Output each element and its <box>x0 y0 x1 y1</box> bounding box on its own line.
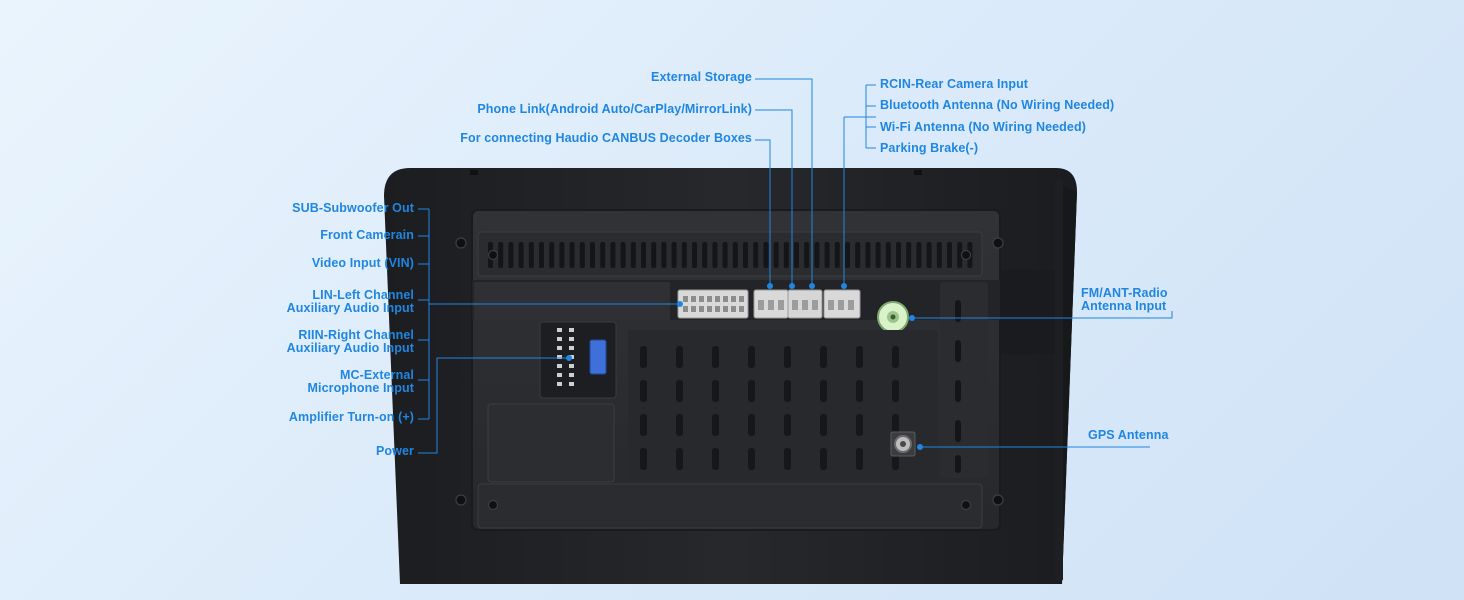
canbus-connector <box>677 289 749 319</box>
side-flange <box>996 270 1062 354</box>
label-wifi-antenna: Wi-Fi Antenna (No Wiring Needed) <box>880 120 1086 134</box>
label-left-aux-audio: LIN-Left Channel Auxiliary Audio Input <box>287 289 414 315</box>
label-external-storage: External Storage <box>651 70 752 84</box>
label-amplifier-turn-on: Amplifier Turn-on (+) <box>288 410 414 424</box>
label-parking-brake: Parking Brake(-) <box>880 141 979 155</box>
lower-cover <box>487 403 615 483</box>
label-phone-link: Phone Link(Android Auto/CarPlay/MirrorLi… <box>477 102 752 116</box>
label-gps-antenna: GPS Antenna <box>1088 428 1169 442</box>
label-right-aux-audio: RIIN-Right Channel Auxiliary Audio Input <box>287 329 414 355</box>
label-video-input: Video Input (VIN) <box>311 256 414 270</box>
bottom-strip <box>477 483 983 529</box>
label-right-aux-line1: RIIN-Right Channel <box>298 328 414 342</box>
label-power: Power <box>375 444 414 458</box>
blue-fuse <box>589 339 607 375</box>
label-radio-line2: Antenna Input <box>1081 299 1167 313</box>
label-radio-line1: FM/ANT-Radio <box>1081 286 1168 300</box>
label-microphone-line1: MC-External <box>339 368 414 382</box>
vent-slots <box>488 242 973 268</box>
label-front-camera: Front Camerain <box>320 228 414 242</box>
housing-edge <box>1062 186 1077 584</box>
label-external-microphone: MC-External Microphone Input <box>308 369 414 395</box>
label-left-aux-line1: LIN-Left Channel <box>312 288 414 302</box>
label-left-aux-line2: Auxiliary Audio Input <box>286 301 414 315</box>
label-subwoofer-out: SUB-Subwoofer Out <box>292 201 414 215</box>
label-right-aux-line2: Auxiliary Audio Input <box>286 341 414 355</box>
label-rear-camera-input: RCIN-Rear Camera Input <box>880 77 1029 91</box>
label-radio-antenna: FM/ANT-Radio Antenna Input <box>1081 287 1168 313</box>
label-bluetooth-antenna: Bluetooth Antenna (No Wiring Needed) <box>880 98 1115 112</box>
vent-grid <box>628 330 938 480</box>
label-canbus: For connecting Haudio CANBUS Decoder Box… <box>460 131 752 145</box>
label-microphone-line2: Microphone Input <box>307 381 414 395</box>
